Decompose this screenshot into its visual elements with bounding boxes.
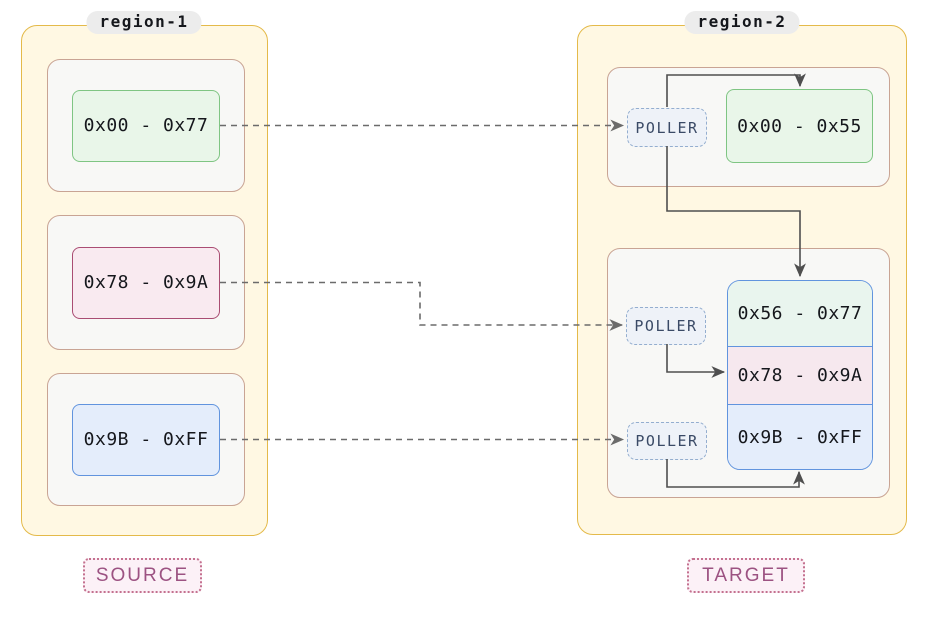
source-block-2: 0x78 - 0x9A (72, 246, 220, 319)
source-block-3: 0x9B - 0xFF (72, 403, 220, 476)
target-top-block: 0x00 - 0x55 (726, 89, 873, 163)
arrow-src2-to-poller2 (220, 281, 624, 331)
source-tag: SOURCE (83, 558, 202, 593)
region-2-container: POLLER 0x00 - 0x55 POLLER POLLER 0x56 - … (577, 25, 907, 535)
target-stack-seg-3: 0x9B - 0xFF (728, 404, 872, 469)
target-group-bottom: POLLER POLLER 0x56 - 0x77 0x78 - 0x9A 0x… (607, 248, 890, 498)
source-group-2: 0x78 - 0x9A (47, 215, 245, 350)
target-stack: 0x56 - 0x77 0x78 - 0x9A 0x9B - 0xFF (727, 280, 873, 470)
target-stack-seg-2: 0x78 - 0x9A (728, 346, 872, 404)
poller-3: POLLER (627, 422, 707, 460)
target-tag: TARGET (687, 558, 805, 593)
source-group-1: 0x00 - 0x77 (47, 59, 245, 192)
source-block-1: 0x00 - 0x77 (72, 89, 220, 162)
poller-1: POLLER (627, 108, 707, 147)
region-2-label: region-2 (684, 11, 800, 34)
poller-2: POLLER (626, 307, 706, 345)
target-stack-seg-1: 0x56 - 0x77 (728, 281, 872, 346)
source-group-3: 0x9B - 0xFF (47, 373, 245, 506)
region-1-container: 0x00 - 0x77 0x78 - 0x9A 0x9B - 0xFF (21, 25, 268, 536)
region-1-label: region-1 (86, 11, 202, 34)
target-group-top: POLLER 0x00 - 0x55 (607, 67, 890, 187)
